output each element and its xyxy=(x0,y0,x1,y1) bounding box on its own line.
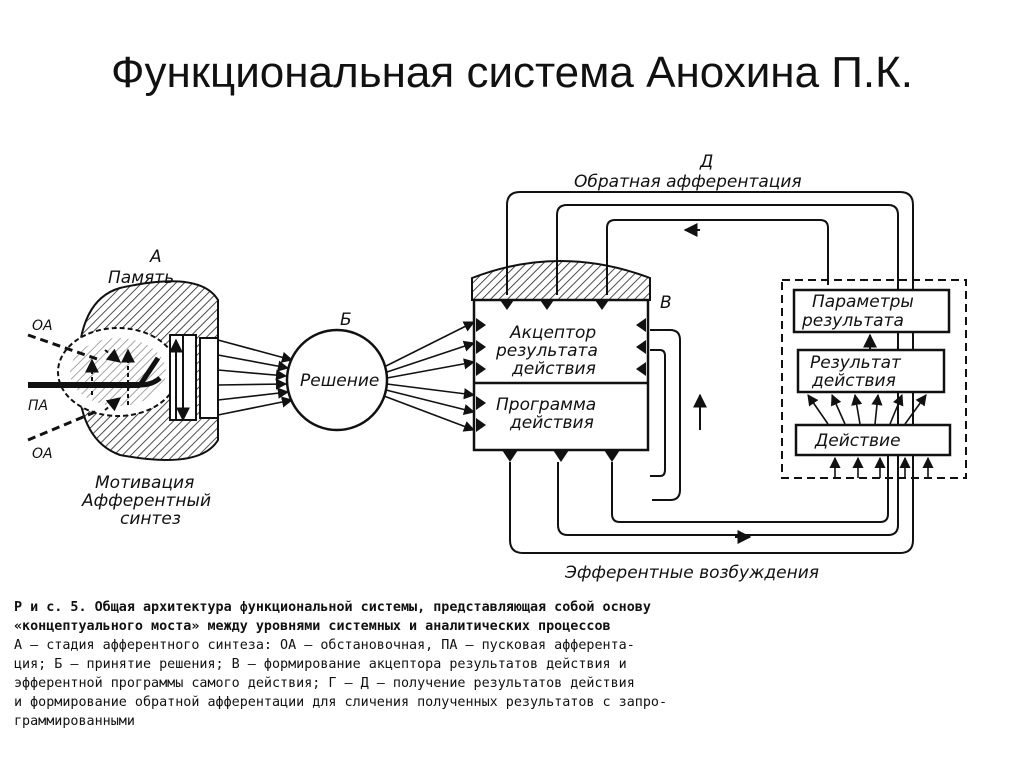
caption-body-line-2: ция; Б — принятие решения; В — формирова… xyxy=(14,657,627,672)
caption-head-line-1: Р и с. 5. Общая архитектура функциональн… xyxy=(14,600,651,615)
caption-body-line-4: и формирование обратной афферентации для… xyxy=(14,695,668,710)
caption-head-line-2: «концептуального моста» между уровнями с… xyxy=(14,619,611,634)
label-b-letter: Б xyxy=(340,310,352,330)
slide-title: Функциональная система Анохина П.К. xyxy=(111,48,913,97)
label-program-1: Программа xyxy=(496,395,596,415)
inner-arrows xyxy=(85,348,135,412)
label-params-2: результата xyxy=(801,311,904,331)
label-efferent: Эфферентные возбуждения xyxy=(564,563,819,583)
label-afferent-1: Афферентный xyxy=(81,491,211,511)
label-decision: Решение xyxy=(300,371,379,391)
label-memory: Память xyxy=(108,268,174,288)
label-acceptor-2: результата xyxy=(495,341,598,361)
label-a-letter: А xyxy=(149,247,162,267)
label-v-letter: В xyxy=(660,293,672,313)
oa-bottom-input xyxy=(27,408,101,442)
arrows-decision-to-block xyxy=(383,321,476,432)
label-result-2: действия xyxy=(811,371,896,391)
functional-system-diagram: А Память Б Решение В Д Обратная афферент… xyxy=(27,152,967,583)
label-pa: ПА xyxy=(28,398,48,414)
label-program-2: действия xyxy=(509,413,594,433)
label-action: Действие xyxy=(814,431,901,451)
label-params-1: Параметры xyxy=(812,292,914,312)
label-d-letter: Д xyxy=(699,152,713,172)
caption-body-line-5: граммированными xyxy=(14,714,135,729)
decision-circle xyxy=(285,328,389,432)
label-acceptor-1: Акцептор xyxy=(509,323,596,343)
label-oa-bottom: ОА xyxy=(32,446,53,462)
label-feedback: Обратная афферентация xyxy=(574,172,802,192)
acceptor-program-block xyxy=(471,260,651,462)
label-oa-top: ОА xyxy=(32,318,53,334)
result-block xyxy=(781,279,967,479)
pa-branch xyxy=(137,356,162,388)
label-motivation: Мотивация xyxy=(95,473,194,493)
label-acceptor-3: действия xyxy=(511,359,596,379)
arrows-a-to-decision xyxy=(217,339,294,416)
figure-caption: Р и с. 5. Общая архитектура функциональн… xyxy=(14,598,1010,731)
caption-body-line-3: эфферентной программы самого действия; Г… xyxy=(14,676,635,691)
label-result-1: Результат xyxy=(810,353,902,373)
afferent-synthesis-block xyxy=(57,280,219,461)
caption-body-line-1: А — стадия афферентного синтеза: ОА — об… xyxy=(14,638,635,653)
label-afferent-2: синтез xyxy=(120,509,181,529)
